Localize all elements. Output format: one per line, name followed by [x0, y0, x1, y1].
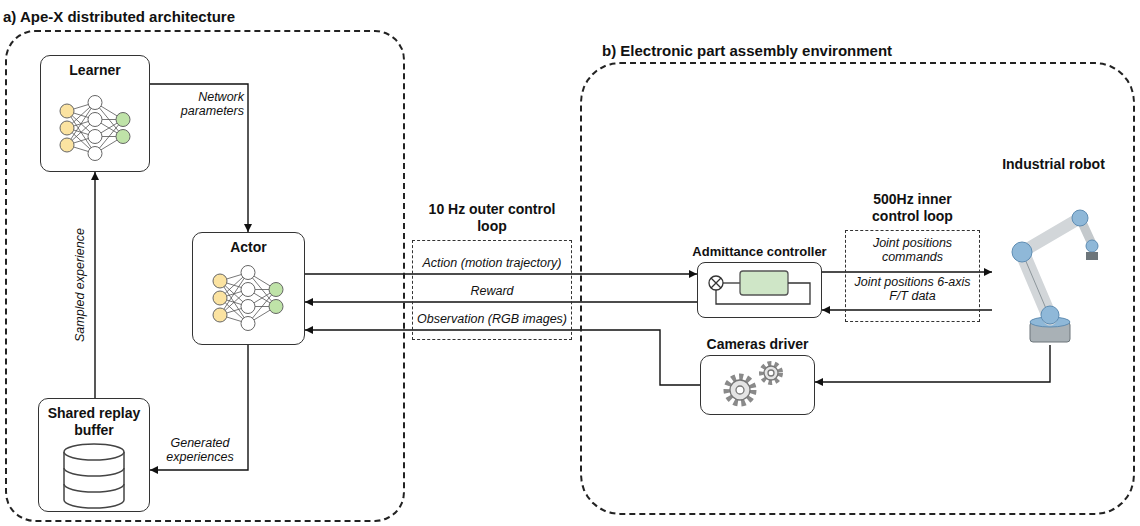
nn-neuron	[88, 147, 102, 161]
box-title: Shared replay buffer	[39, 399, 149, 439]
flow-arrow	[822, 309, 992, 310]
process-box: Learner	[40, 55, 150, 172]
box-heading: Cameras driver	[707, 336, 809, 353]
storage-box: Shared replay buffer	[38, 398, 150, 512]
box-title: Industrial robot	[992, 150, 1115, 173]
nn-neuron	[88, 130, 102, 144]
edge-label: Reward	[414, 284, 570, 298]
edge-label: Generated experiences	[156, 436, 244, 465]
nn-neuron	[241, 283, 255, 297]
nn-neuron	[269, 300, 283, 314]
nn-neuron	[213, 291, 227, 305]
edge-label: Network parameters	[158, 90, 244, 119]
box-heading: 10 Hz outer control loop	[417, 201, 567, 235]
box-heading: a) Ape-X distributed architecture	[3, 8, 235, 26]
nn-neuron	[88, 113, 102, 127]
neural-net-icons	[60, 96, 283, 331]
nn-neuron	[88, 96, 102, 110]
box-heading: Admittance controller	[692, 244, 826, 260]
nn-neuron	[241, 317, 255, 331]
robot-node: Industrial robot	[992, 150, 1115, 345]
nn-neuron	[213, 308, 227, 322]
edge-label: Joint positions commands	[852, 236, 973, 265]
process-box: Actor	[192, 232, 305, 345]
flow-arrow	[150, 84, 248, 232]
nn-neuron	[241, 266, 255, 280]
nn-neuron	[60, 138, 74, 152]
robot-arm-illustration	[1012, 210, 1098, 342]
flow-arrow	[815, 345, 1050, 382]
box-title: Learner	[41, 56, 149, 79]
nn-neuron	[60, 121, 74, 135]
nn-neuron	[116, 130, 130, 144]
nn-neuron	[269, 283, 283, 297]
nn-neuron	[116, 113, 130, 127]
flow-arrow	[822, 271, 992, 272]
driver-box: Cameras driver	[700, 355, 815, 415]
flow-arrow	[305, 301, 697, 302]
controller-block-diagram	[709, 271, 810, 304]
buffer-cylinder	[64, 444, 124, 508]
edge-label: Joint positions 6-axis F/T data	[852, 275, 973, 304]
edge-label: Action (motion trajectory)	[414, 256, 570, 270]
flow-arrow	[94, 172, 95, 398]
nn-neuron	[241, 300, 255, 314]
box-heading: b) Electronic part assembly environment	[602, 42, 892, 60]
flow-arrow	[150, 345, 248, 470]
nn-neuron	[213, 274, 227, 288]
edge-label: Observation (RGB images)	[414, 312, 570, 326]
controller-box: Admittance controller	[697, 262, 822, 318]
nn-neuron	[60, 104, 74, 118]
edge-label: Sampled experience	[73, 228, 87, 342]
gear-icons	[727, 364, 780, 403]
box-title: Actor	[193, 233, 304, 256]
flow-arrow	[305, 330, 700, 385]
flow-arrow	[305, 273, 697, 274]
box-heading: 500Hz inner control loop	[850, 191, 975, 225]
